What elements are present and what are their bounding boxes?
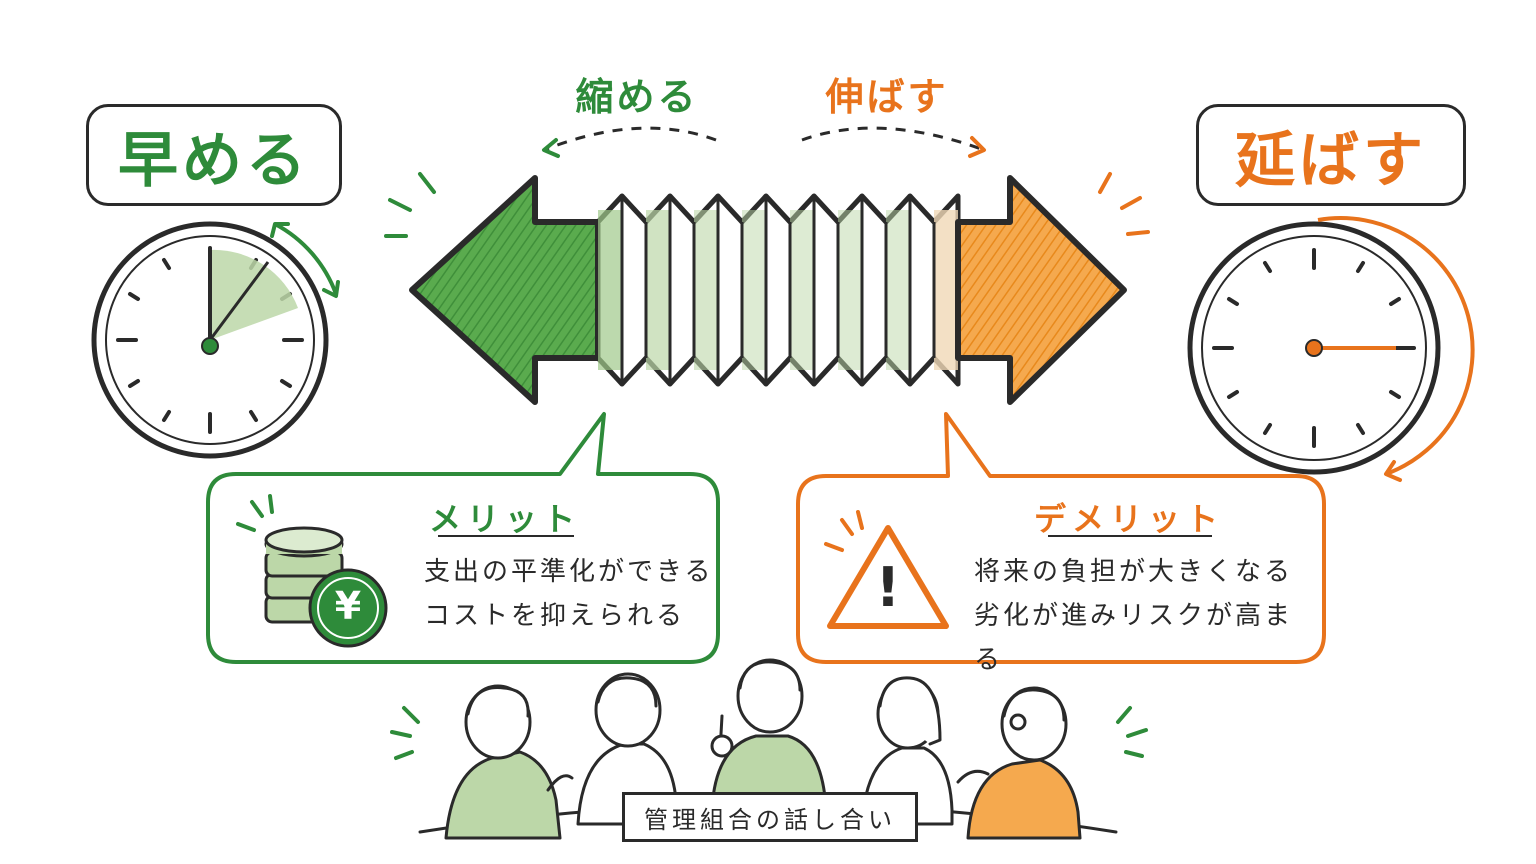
warning-triangle-icon — [824, 510, 949, 629]
merit-title-wrap: メリット — [420, 494, 590, 540]
advance-label: 早める — [118, 125, 310, 196]
meeting-label: 管理組合の話し合い — [644, 805, 896, 834]
merit-line-1: 支出の平準化ができる — [424, 557, 714, 587]
shrink-arrow-icon — [542, 126, 717, 158]
merit-lines: 支出の平準化ができる コストを抑えられる — [424, 550, 714, 638]
extend-label: 伸ばす — [825, 75, 949, 119]
demerit-line-2: 劣化が進みリスクが高まる — [974, 601, 1294, 675]
left-clock-icon — [91, 221, 340, 459]
meeting-label-box: 管理組合の話し合い — [622, 792, 918, 842]
meeting-right-dashes — [1116, 706, 1148, 758]
right-clock-icon — [1187, 216, 1475, 482]
coin-stack-icon — [236, 494, 388, 648]
extend-arrow-icon — [801, 126, 986, 158]
demerit-title: デメリット — [1034, 500, 1225, 538]
demerit-lines: 将来の負担が大きくなる 劣化が進みリスクが高まる — [974, 550, 1314, 682]
demerit-line-1: 将来の負担が大きくなる — [974, 557, 1294, 587]
advance-label-box: 早める — [86, 104, 342, 206]
bellows-double-arrow-icon — [384, 172, 1150, 405]
merit-line-2: コストを抑えられる — [424, 601, 686, 631]
meeting-left-dashes — [390, 706, 420, 760]
warning-exclamation: ! — [875, 556, 901, 619]
postpone-label: 延ばす — [1235, 125, 1427, 196]
postpone-label-box: 延ばす — [1196, 104, 1466, 206]
shrink-label: 縮める — [575, 75, 699, 119]
merit-title: メリット — [428, 500, 581, 538]
demerit-title-wrap: デメリット — [1034, 494, 1224, 540]
yen-symbol: ¥ — [334, 584, 362, 628]
